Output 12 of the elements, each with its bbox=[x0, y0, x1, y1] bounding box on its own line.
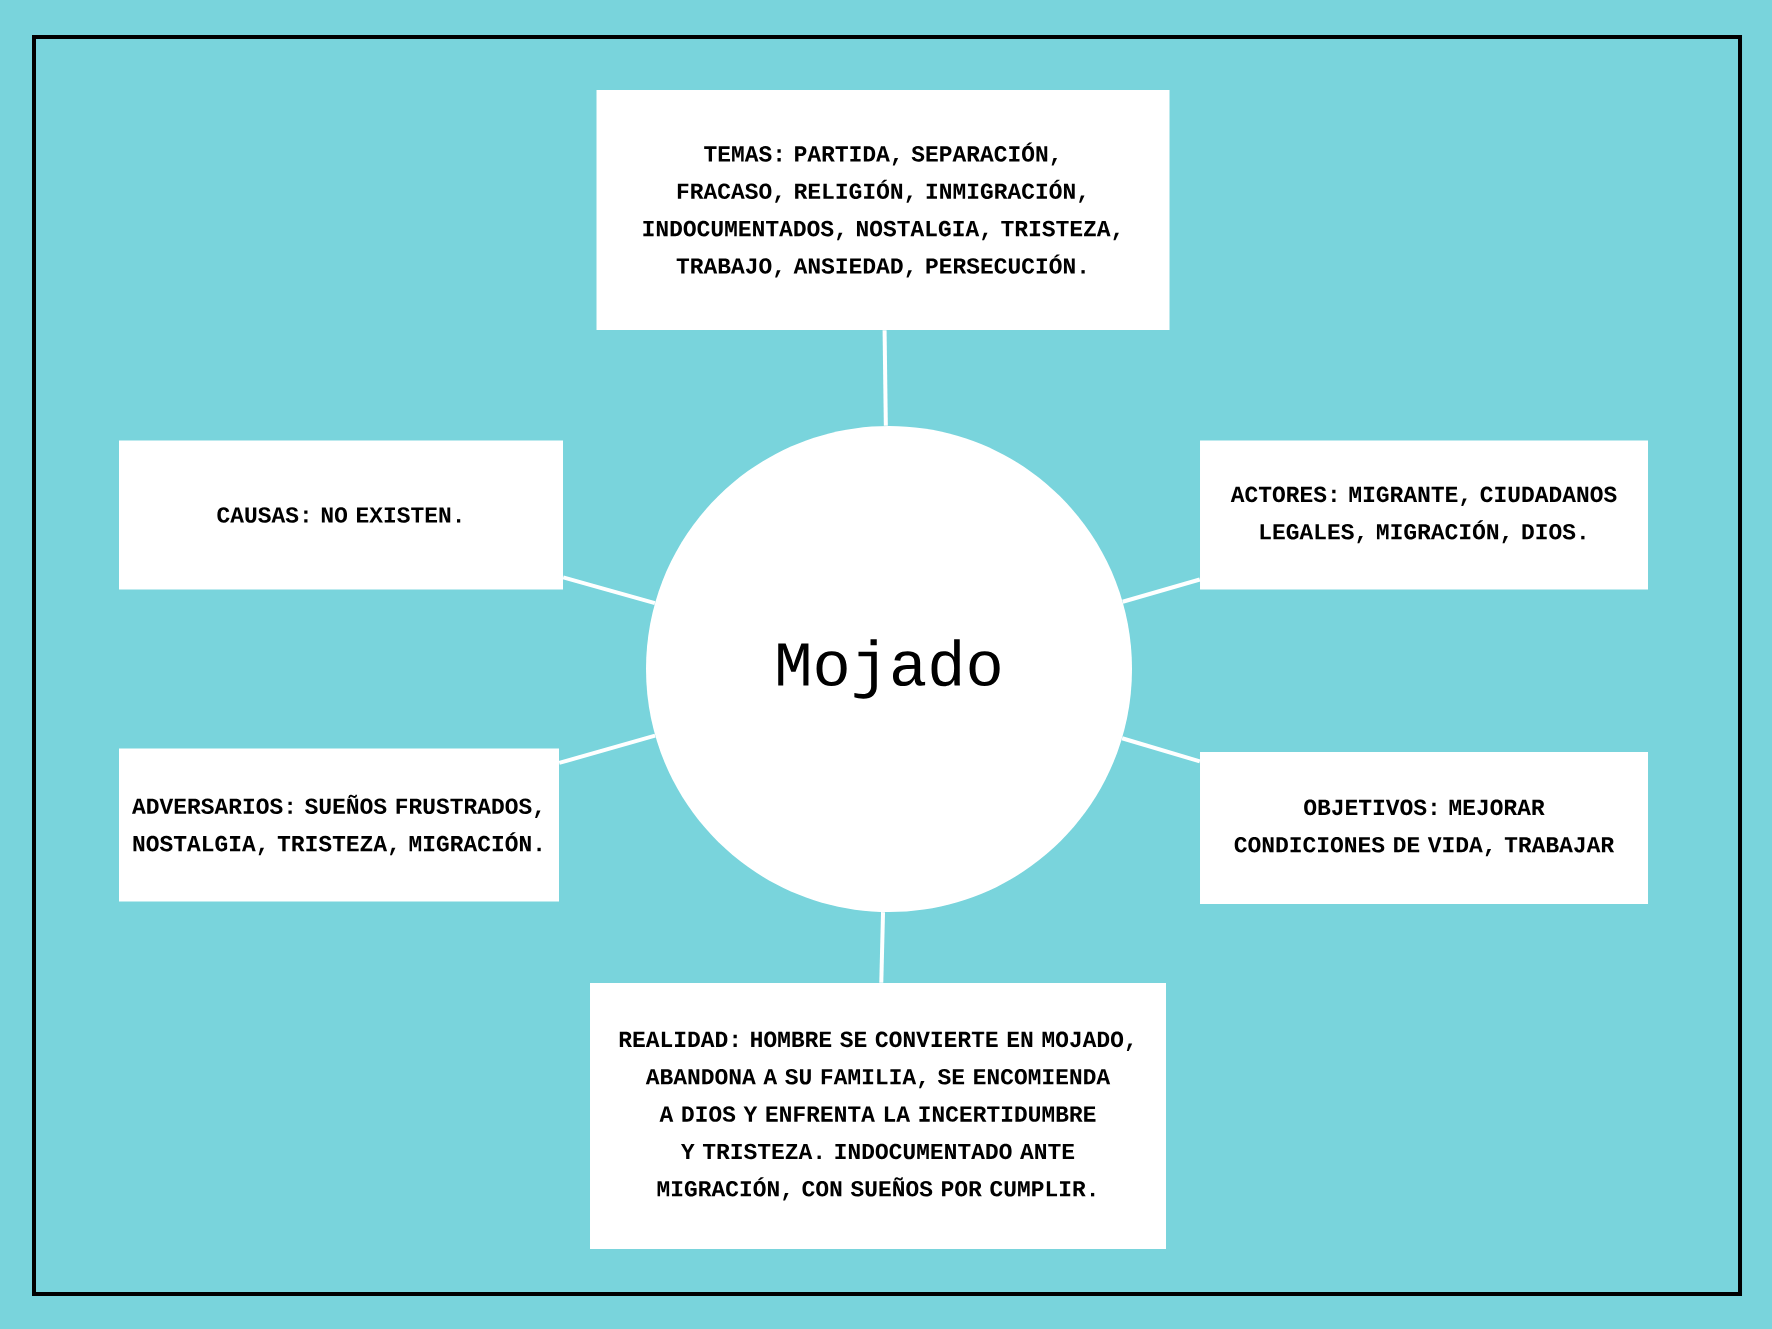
connector-line bbox=[558, 733, 656, 765]
connector-line bbox=[562, 575, 656, 606]
connector-line bbox=[1121, 736, 1201, 764]
connector-line bbox=[882, 330, 888, 426]
text-box: ACTORES: MIGRANTE, CIUDADANOS LEGALES, MIGRACIÓN, DIOS. bbox=[1200, 440, 1648, 590]
text-box: REALIDAD: HOMBRE SE CONVIERTE EN MOJADO, ABANDONA A SU FAMILIA, SE ENCOMIENDA A DIOS Y ENFRENTA LA INCERTIDUMBRE Y TRISTEZA. INDOCUMENTADO ANTE MIGRACIÓN, CON SUEÑOS POR CUMPLIR. bbox=[590, 983, 1166, 1249]
text-box: OBJETIVOS: MEJORAR CONDICIONES DE VIDA, TRABAJAR bbox=[1200, 752, 1648, 904]
text-box: CAUSAS: NO EXISTEN. bbox=[119, 440, 563, 590]
connector-line bbox=[879, 912, 886, 983]
text-box: TEMAS: PARTIDA, SEPARACIÓN, FRACASO, RELIGIÓN, INMIGRACIÓN, INDOCUMENTADOS, NOSTALGIA, TRISTEZA, TRABAJO, ANSIEDAD, PERSECUCIÓN. bbox=[596, 90, 1170, 330]
connector-line bbox=[1122, 577, 1201, 604]
text-box: ADVERSARIOS: SUEÑOS FRUSTRADOS, NOSTALGIA, TRISTEZA, MIGRACIÓN. bbox=[119, 748, 559, 902]
